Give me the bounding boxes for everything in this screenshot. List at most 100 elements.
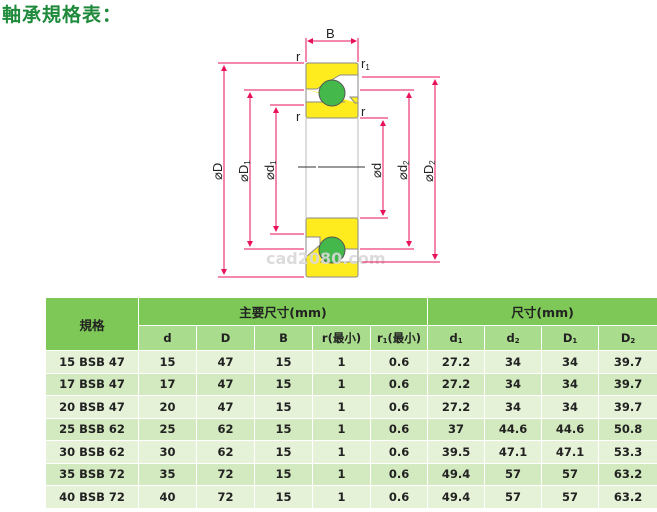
cell-value: 15	[254, 440, 313, 464]
dimension-lines	[218, 38, 440, 278]
column-header: D2	[598, 325, 657, 351]
label-D2: ⌀D2	[421, 160, 437, 182]
cell-value: 63.2	[598, 485, 657, 509]
cell-value: 47	[196, 350, 255, 374]
cell-value: 57	[541, 462, 600, 486]
page-title: 軸承規格表：	[2, 4, 123, 26]
cell-value: 15	[254, 372, 313, 396]
cell-value: 0.6	[369, 462, 429, 486]
cell-value: 47.1	[541, 440, 600, 464]
header-main-dimensions: 主要尺寸(mm)	[137, 297, 429, 326]
cell-value: 1	[312, 372, 371, 396]
bearing-top-section	[305, 62, 359, 119]
cell-value: 57	[484, 485, 543, 509]
header-dimensions: 尺寸(mm)	[427, 297, 657, 326]
cell-value: 20	[138, 395, 197, 419]
cell-value: 1	[312, 485, 371, 509]
cell-value: 47.1	[484, 440, 543, 464]
cell-value: 1	[312, 462, 371, 486]
label-D: ⌀D	[210, 163, 225, 180]
cell-value: 57	[541, 485, 600, 509]
cell-value: 50.8	[598, 417, 657, 441]
label-d1: ⌀d1	[262, 160, 278, 180]
column-header: B	[254, 325, 313, 351]
cell-value: 15	[254, 462, 313, 486]
cell-value: 40	[138, 485, 197, 509]
label-B: B	[326, 26, 335, 41]
cell-value: 15	[254, 395, 313, 419]
cell-value: 49.4	[427, 485, 486, 509]
cell-value: 34	[484, 350, 543, 374]
cell-value: 34	[541, 395, 600, 419]
cell-value: 63.2	[598, 462, 657, 486]
cell-value: 47	[196, 372, 255, 396]
cell-value: 27.2	[427, 395, 486, 419]
cell-value: 0.6	[369, 372, 429, 396]
cell-value: 47	[196, 395, 255, 419]
cell-value: 57	[484, 462, 543, 486]
cell-model: 30 BSB 62	[45, 440, 139, 464]
label-r-top: r	[296, 49, 301, 64]
cell-value: 34	[541, 350, 600, 374]
cell-value: 44.6	[541, 417, 600, 441]
cell-value: 39.5	[427, 440, 486, 464]
cell-value: 27.2	[427, 372, 486, 396]
cell-value: 72	[196, 485, 255, 509]
cell-value: 0.6	[369, 417, 429, 441]
cell-value: 25	[138, 417, 197, 441]
cell-value: 0.6	[369, 485, 429, 509]
cell-value: 44.6	[484, 417, 543, 441]
cell-value: 1	[312, 395, 371, 419]
cell-value: 62	[196, 417, 255, 441]
cell-value: 30	[138, 440, 197, 464]
cell-value: 72	[196, 462, 255, 486]
cell-model: 15 BSB 47	[45, 350, 139, 374]
cell-value: 39.7	[598, 395, 657, 419]
column-header: r1(最小)	[369, 325, 429, 351]
label-D1: ⌀D1	[236, 160, 252, 182]
column-header: D1	[541, 325, 600, 351]
cell-model: 40 BSB 72	[45, 485, 139, 509]
column-header: d1	[427, 325, 486, 351]
cell-value: 37	[427, 417, 486, 441]
cell-value: 34	[484, 372, 543, 396]
cell-model: 25 BSB 62	[45, 417, 139, 441]
column-header: r(最小)	[312, 325, 371, 351]
header-spec: 規格	[45, 297, 139, 351]
label-r-right: r	[361, 104, 366, 119]
cell-value: 27.2	[427, 350, 486, 374]
cell-value: 39.7	[598, 372, 657, 396]
svg-text:cad2080.com: cad2080.com	[266, 249, 386, 268]
cell-value: 35	[138, 462, 197, 486]
cell-value: 49.4	[427, 462, 486, 486]
bearing-diagram: cad2080.com B r r1 r r ⌀D ⌀D1 ⌀d1 ⌀d ⌀d2…	[210, 26, 440, 278]
cell-value: 15	[254, 485, 313, 509]
cell-value: 0.6	[369, 440, 429, 464]
column-header: d2	[484, 325, 543, 351]
cell-value: 34	[541, 372, 600, 396]
cell-value: 1	[312, 350, 371, 374]
cell-value: 15	[254, 417, 313, 441]
watermark: cad2080.com	[266, 249, 386, 268]
label-r1: r1	[361, 56, 370, 72]
cell-value: 34	[484, 395, 543, 419]
label-d2: ⌀d2	[395, 160, 411, 180]
cell-model: 20 BSB 47	[45, 395, 139, 419]
label-r-left: r	[296, 109, 301, 124]
column-header: d	[138, 325, 197, 351]
cell-model: 17 BSB 47	[45, 372, 139, 396]
label-d: ⌀d	[369, 163, 384, 178]
cell-value: 0.6	[369, 350, 429, 374]
cell-model: 35 BSB 72	[45, 462, 139, 486]
bearing-bottom-section	[305, 217, 359, 278]
cell-value: 17	[138, 372, 197, 396]
cell-value: 1	[312, 440, 371, 464]
